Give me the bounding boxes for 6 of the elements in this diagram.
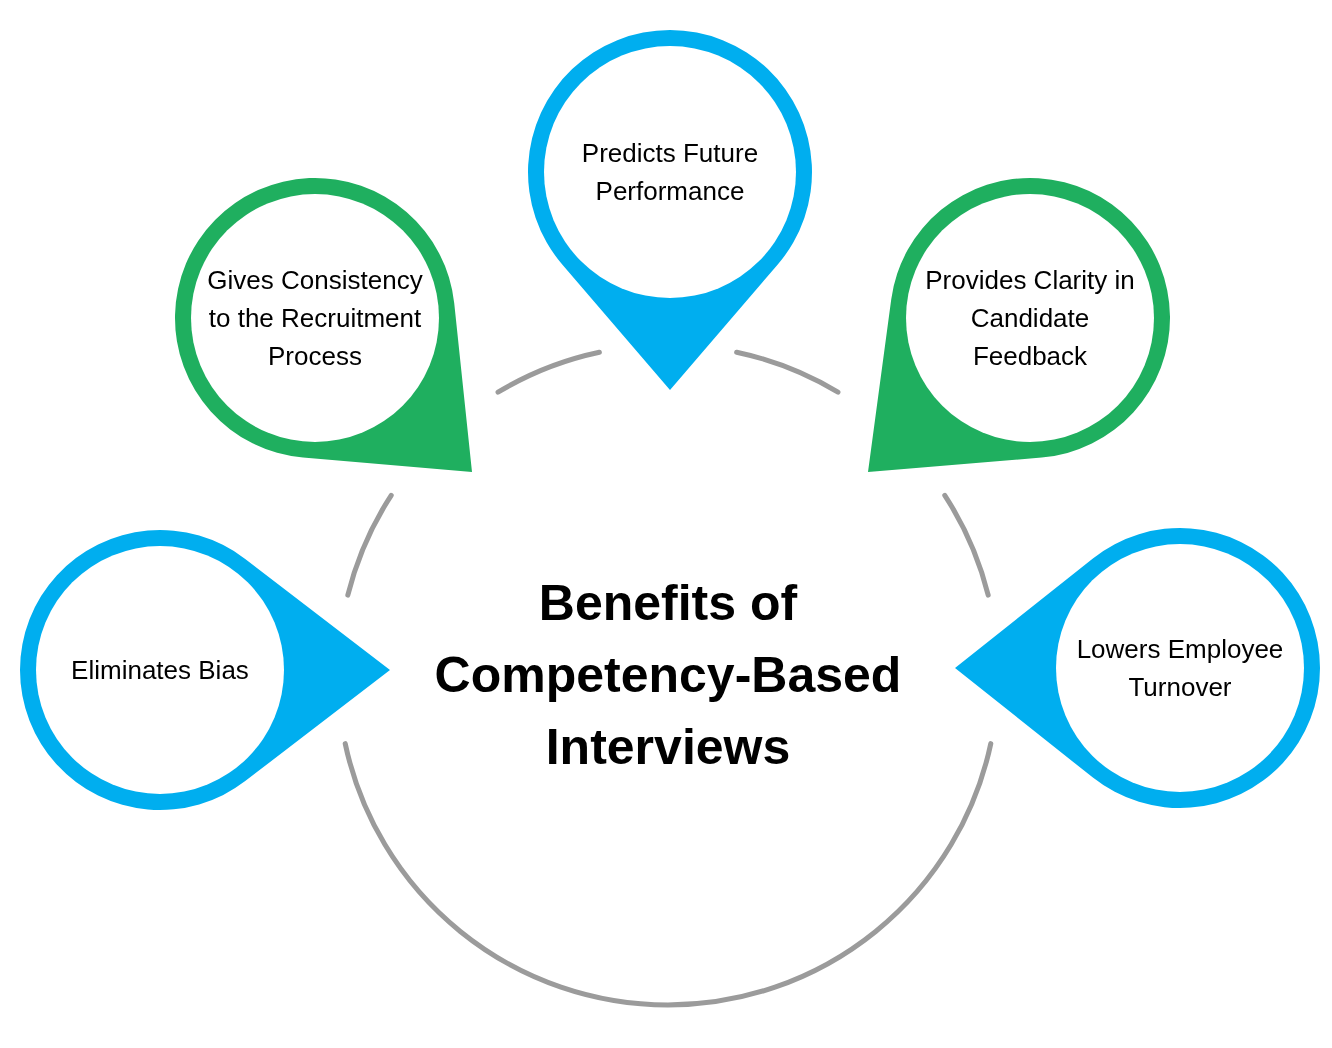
center-heading: Benefits of Competency-Based Interviews [433, 574, 903, 777]
benefit-label: Lowers Employee Turnover [1075, 633, 1285, 704]
benefit-label: Predicts Future Performance [580, 137, 760, 208]
benefit-label: Provides Clarity in Candidate Feedback [924, 264, 1136, 373]
benefit-label: Gives Consistency to the Recruitment Process [206, 264, 424, 373]
benefit-label: Eliminates Bias [71, 654, 249, 687]
